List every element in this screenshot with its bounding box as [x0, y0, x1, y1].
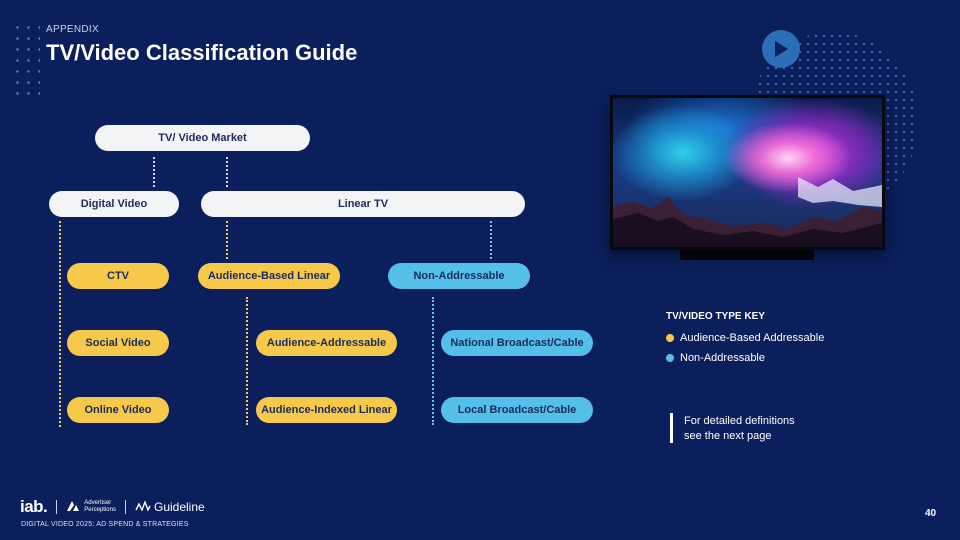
tv-image — [610, 95, 885, 250]
key-label: Non-Addressable — [680, 352, 765, 364]
connector-linear-nonaddressable — [490, 221, 492, 259]
play-icon — [762, 30, 800, 68]
connector-linear-audience — [226, 221, 228, 259]
node-national-broadcast-cable: National Broadcast/Cable — [441, 330, 593, 356]
key-item-non-addressable: Non-Addressable — [666, 352, 765, 364]
note-line-2: see the next page — [684, 429, 814, 444]
node-audience-based-linear: Audience-Based Linear — [198, 263, 340, 289]
connector-nonaddressable-children — [432, 297, 434, 425]
footer-logos: iab. Advertiser Perceptions Guideline — [20, 497, 205, 517]
decorative-dots-top-left — [12, 22, 40, 102]
node-online-video: Online Video — [67, 397, 169, 423]
footer-caption: DIGITAL VIDEO 2025: AD SPEND & STRATEGIE… — [21, 521, 189, 528]
note-line-1: For detailed definitions — [684, 414, 814, 429]
page-title: TV/Video Classification Guide — [46, 40, 357, 66]
node-audience-addressable: Audience-Addressable — [256, 330, 397, 356]
connector-digital-children — [59, 221, 61, 427]
logo-separator — [125, 500, 126, 514]
node-social-video: Social Video — [67, 330, 169, 356]
guideline-icon — [135, 498, 151, 516]
node-audience-indexed-linear: Audience-Indexed Linear — [256, 397, 397, 423]
note-accent-bar — [670, 413, 673, 443]
key-item-audience-based: Audience-Based Addressable — [666, 332, 824, 344]
advertiser-perceptions-logo: Advertiser Perceptions — [84, 500, 116, 514]
iab-logo: iab. — [20, 497, 47, 517]
tv-screen-artwork — [613, 98, 882, 247]
advertiser-perceptions-icon — [66, 500, 80, 515]
connector-audience-children — [246, 297, 248, 425]
node-tv-video-market: TV/ Video Market — [95, 125, 310, 151]
eyebrow-label: APPENDIX — [46, 24, 99, 35]
note-text: For detailed definitions see the next pa… — [684, 414, 814, 444]
key-dot-blue — [666, 354, 674, 362]
connector-root-digital — [153, 157, 155, 187]
node-digital-video: Digital Video — [49, 191, 179, 217]
page-number: 40 — [925, 508, 936, 519]
key-title: TV/VIDEO TYPE KEY — [666, 311, 765, 322]
key-dot-yellow — [666, 334, 674, 342]
node-local-broadcast-cable: Local Broadcast/Cable — [441, 397, 593, 423]
node-ctv: CTV — [67, 263, 169, 289]
key-label: Audience-Based Addressable — [680, 332, 824, 344]
node-non-addressable: Non-Addressable — [388, 263, 530, 289]
guideline-logo: Guideline — [154, 500, 205, 514]
node-linear-tv: Linear TV — [201, 191, 525, 217]
logo-separator — [56, 500, 57, 514]
connector-root-linear — [226, 157, 228, 187]
